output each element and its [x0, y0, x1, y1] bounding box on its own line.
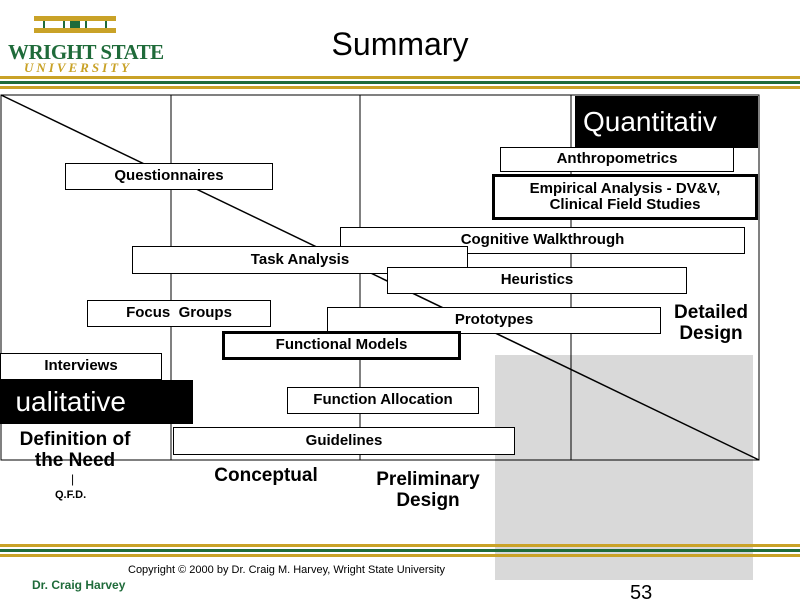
method-focus-groups: Focus Groups — [87, 300, 271, 327]
method-questionnaires: Questionnaires — [65, 163, 273, 190]
footer-copyright: Copyright © 2000 by Dr. Craig M. Harvey,… — [128, 564, 446, 576]
slide-title: Summary — [331, 26, 469, 62]
method-label: Heuristics — [500, 271, 574, 289]
method-heuristics: Heuristics — [387, 267, 687, 294]
stage-label-line: the Need — [34, 449, 116, 471]
stage-label-line: Conceptual — [214, 465, 318, 486]
quantitative-text: Quantitativ — [583, 106, 717, 137]
logo-wordmark-top: WRIGHT STATE — [8, 40, 164, 64]
stage-definition-of-need: Definition of the Need — [0, 429, 150, 472]
footer-stripe-gold — [0, 544, 800, 547]
stage-preliminary-design: Preliminary Design — [348, 469, 508, 512]
qualitative-label: ualitative — [0, 380, 193, 424]
stage-label-line: Preliminary — [376, 469, 480, 490]
stage-label-line: Design — [679, 322, 743, 344]
grey-panel — [495, 355, 753, 580]
method-guidelines: Guidelines — [173, 427, 515, 455]
header-stripe-green — [0, 81, 800, 84]
header-stripe-gold-2 — [0, 86, 800, 89]
quantitative-label: Quantitativ — [575, 96, 758, 148]
footer-author: Dr. Craig Harvey — [32, 578, 126, 592]
method-label: Interviews — [44, 357, 118, 375]
method-label: Focus Groups — [126, 304, 232, 322]
method-label: Empirical Analysis - DV&V, — [529, 179, 721, 197]
header-stripe-gold — [0, 76, 800, 79]
qfd-label: Q.F.D. — [55, 489, 87, 501]
qfd-connector: | — [71, 472, 75, 486]
method-label: Guidelines — [305, 431, 383, 449]
method-label: Clinical Field Studies — [549, 196, 701, 213]
method-prototypes: Prototypes — [327, 307, 661, 334]
method-label: Prototypes — [454, 311, 534, 329]
method-label: Function Allocation — [313, 391, 453, 409]
method-function-allocation: Function Allocation — [287, 387, 479, 414]
stage-label-line: Design — [396, 489, 460, 511]
stage-conceptual: Conceptual — [186, 465, 346, 487]
footer-stripe-green — [0, 549, 800, 552]
stage-label-line: Definition of — [19, 429, 131, 450]
method-label: Anthropometrics — [556, 150, 678, 168]
qualitative-text: ualitative — [15, 386, 126, 417]
footer-stripe-gold-2 — [0, 554, 800, 557]
method-empirical-analysis: Empirical Analysis - DV&V, Clinical Fiel… — [492, 174, 758, 220]
method-label: Questionnaires — [114, 167, 224, 185]
method-label: Functional Models — [275, 336, 408, 354]
method-functional-models: Functional Models — [222, 331, 461, 360]
stage-label-line: Detailed — [674, 302, 748, 323]
method-interviews: Interviews — [0, 353, 162, 380]
logo-wordmark-bottom: UNIVERSITY — [24, 60, 133, 75]
page-number: 53 — [630, 582, 653, 604]
stage-detailed-design: Detailed Design — [662, 302, 760, 345]
method-label: Cognitive Walkthrough — [460, 231, 625, 249]
wright-state-logo — [30, 12, 120, 38]
biplane-icon — [34, 16, 116, 33]
method-anthropometrics: Anthropometrics — [500, 147, 734, 172]
method-label: Task Analysis — [250, 250, 350, 268]
